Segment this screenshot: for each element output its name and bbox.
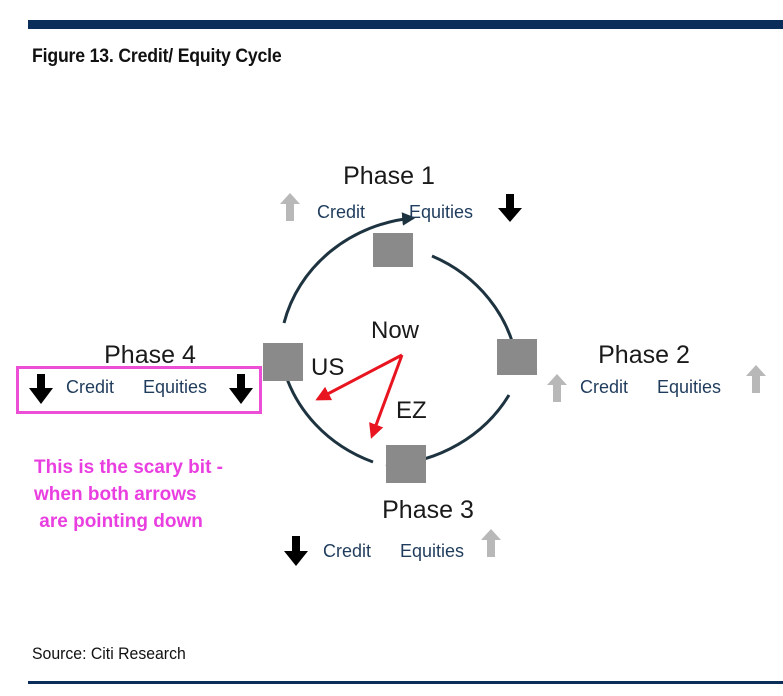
top-rule xyxy=(28,20,783,29)
phase-3-title: Phase 3 xyxy=(382,496,474,524)
figure-title: Figure 13. Credit/ Equity Cycle xyxy=(32,46,282,67)
phase-4-equities-label: Equities xyxy=(143,377,207,397)
phase-3-equities-label: Equities xyxy=(400,541,464,561)
phase-3-credit-down-arrow-icon xyxy=(284,536,308,566)
phase-2-credit-label: Credit xyxy=(580,377,628,397)
now-label: Now xyxy=(371,317,420,344)
scary-bit-annotation: This is the scary bit - when both arrows… xyxy=(34,457,223,532)
source-note: Source: Citi Research xyxy=(32,644,186,663)
phase-4-equities-down-arrow-icon xyxy=(229,374,253,404)
bottom-rule xyxy=(28,681,783,684)
phase-2-equities-label: Equities xyxy=(657,377,721,397)
phase-2-equities-up-arrow-icon xyxy=(746,365,766,393)
now-to-us-arrow xyxy=(315,353,403,401)
phase-1-credit-up-arrow-icon xyxy=(280,193,300,221)
phase-3-credit-label: Credit xyxy=(323,541,371,561)
phase-1-equities-label: Equities xyxy=(409,202,473,222)
phase-4-credit-down-arrow-icon xyxy=(29,374,53,404)
phase-2-title: Phase 2 xyxy=(598,341,690,369)
phase-1-box xyxy=(373,233,413,267)
phase-3-equities-up-arrow-icon xyxy=(481,529,501,557)
phase-1-title: Phase 1 xyxy=(343,162,435,190)
phase-2-credit-up-arrow-icon xyxy=(547,374,567,402)
ez-label: EZ xyxy=(396,397,427,424)
cycle-arc-4-to-1 xyxy=(282,212,416,324)
now-to-ez-arrow xyxy=(369,354,404,439)
phase-4-box xyxy=(263,343,303,381)
cycle-arc-3-to-4 xyxy=(279,363,374,464)
phase-4-highlight-box xyxy=(16,366,262,414)
phase-1-equities-down-arrow-icon xyxy=(498,194,522,222)
phase-1-credit-label: Credit xyxy=(317,202,365,222)
phase-2-box xyxy=(497,339,537,375)
phase-3-box xyxy=(386,445,426,483)
phase-4-credit-label: Credit xyxy=(66,377,114,397)
us-label: US xyxy=(311,354,344,381)
phase-4-title: Phase 4 xyxy=(104,341,196,369)
